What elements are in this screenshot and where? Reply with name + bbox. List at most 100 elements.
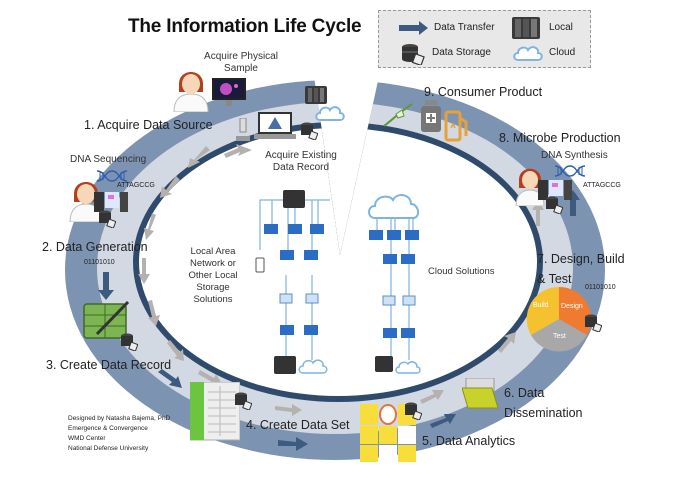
database-icon [402,44,425,65]
acquire-physical-sample-label: Acquire Physical Sample [196,51,286,75]
step-7-label: 7. Design, Build & Test [537,249,625,289]
credit-block: Designed by Natasha Bajema, PhD Emergenc… [68,414,170,454]
cloud-icon [368,194,419,219]
dbtl-design-label: Design [561,303,583,310]
computer-icon [387,230,401,240]
computer-icon [405,230,419,240]
database-icon [121,333,138,351]
data-set-icon [190,382,240,441]
light-arrow [420,390,444,404]
analytics-tile [398,444,416,462]
scientist-icon [173,72,209,112]
step-3-label: 3. Create Data Record [46,358,172,372]
database-icon [546,196,563,214]
light-arrows [138,144,544,416]
step-5-label: 5. Data Analytics [422,434,516,448]
step-4-label: 4. Create Data Set [246,418,350,432]
database-icon [405,402,422,420]
light-arrow [532,200,544,226]
laptop-icon [254,112,296,139]
data-record-icon [83,300,130,339]
computer-icon [288,224,302,234]
sequence-left: ATTAGCCG [117,182,155,189]
server-rack-icon [283,190,305,208]
credit-line: Emergence & Convergence [68,425,148,432]
dark-arrow [278,437,308,451]
microscope-monitor-icon [212,78,246,106]
acquire-existing-record-line2: Data Record [272,162,330,173]
cloud-network-diagram [368,194,421,374]
cloud-icon [513,46,543,61]
server-rack-icon [305,86,327,104]
computer-icon [280,325,294,335]
step-7-line2: & Test [537,272,572,286]
step-6-line2: Dissemination [504,406,583,420]
local-label-line: Local Area [190,246,236,257]
light-arrow [148,300,160,326]
database-icon [235,392,252,410]
acquire-existing-record-line1: Acquire Existing [265,150,337,161]
phone-icon [255,257,265,273]
dbtl-test-label: Test [553,333,566,340]
dark-arrow [158,369,182,388]
step-7-line1: 7. Design, Build [537,252,625,266]
scientist-icon [515,168,545,206]
binary-right: 01101010 [585,284,616,291]
computer-icon [280,250,294,260]
light-arrow [144,213,156,240]
analytics-tile [360,404,378,426]
light-arrow [498,332,516,353]
step-1-label: 1. Acquire Data Source [84,118,213,132]
analytics-tile [398,426,416,444]
credit-line: Designed by Natasha Bajema, PhD [68,415,171,422]
computer-icon [383,254,397,264]
folder-icon [462,378,499,409]
computer-icon [304,325,318,335]
dbtl-test-segment [531,319,587,352]
sequencer-icon [94,192,128,212]
analytics-tile [360,444,378,462]
computer-icon [401,254,415,264]
analytics-tile [379,404,397,426]
dark-arrow [430,414,456,428]
cloud-icon [298,359,328,374]
cloud-icon [395,361,421,374]
legend-label-data-transfer: Data Transfer [434,22,495,33]
local-solutions-label: Local Area Network or Other Local Storag… [178,246,248,306]
fuel-pump-icon [444,110,468,142]
center-area [139,128,537,396]
page-title: The Information Life Cycle [128,16,362,37]
computer-icon [383,328,397,338]
credit-line: National Defense University [68,445,149,452]
acquire-physical-sample-line2: Sample [224,63,258,74]
dna-helix-icon [555,165,585,177]
binary-left: 01101010 [84,259,115,266]
step-6-label: 6. Data Dissemination [504,383,583,423]
legend-label-data-storage: Data Storage [432,47,491,58]
email-icon [305,293,319,304]
computer-icon [310,224,324,234]
local-label-line: Other Local [188,270,238,281]
computer-icon [304,250,318,260]
server-rack-icon [375,356,393,372]
server-rack-icon [274,356,296,374]
dna-sequencing-label: DNA Sequencing [70,154,147,165]
analytics-grid-icon [360,404,416,462]
database-icon [585,314,602,332]
local-label-line: Network or [190,258,236,269]
dna-helix-icon [97,170,127,182]
step-8-label: 8. Microbe Production [499,131,621,145]
local-network-diagram [255,190,330,374]
database-icon [301,122,318,140]
database-icon [99,210,116,228]
cloud-icon [315,106,345,121]
computer-icon [264,224,278,234]
analytics-tile [379,426,397,444]
analytics-tile [379,444,397,462]
email-icon [279,293,293,304]
email-icon [382,295,396,306]
step-6-line1: 6. Data [504,386,545,400]
acquire-physical-sample-line1: Acquire Physical [204,51,278,62]
medicine-bottle-icon [421,100,441,132]
dbtl-build-label: Build [533,302,549,309]
